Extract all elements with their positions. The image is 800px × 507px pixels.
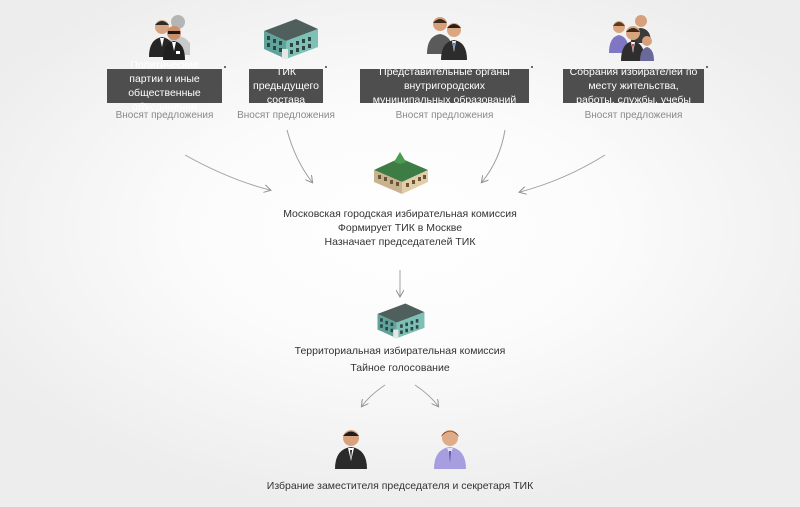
building-icon bbox=[264, 19, 318, 59]
mgik-function-form: Формирует ТИК в Москве bbox=[337, 222, 463, 234]
source-box-voter-assemblies: Собрания избирателей по месту жительства… bbox=[563, 66, 708, 106]
arrow-tik-prev-to-mgik bbox=[286, 129, 312, 182]
source-box-representative-organs: Представительные органы внутригородских … bbox=[360, 66, 533, 106]
source-label: Политические партии и иные общественные … bbox=[128, 59, 201, 113]
government-building-icon bbox=[374, 152, 428, 194]
arrow-parties-to-mgik bbox=[184, 154, 270, 190]
source-label: Представительные органы внутригородских … bbox=[372, 66, 517, 106]
business-people-icon bbox=[149, 15, 190, 60]
person-purple-shirt-icon bbox=[434, 430, 466, 469]
source-box-parties: Политические партии и иные общественные … bbox=[107, 59, 226, 113]
arrow-tik-to-deputy bbox=[362, 384, 386, 406]
businessman-icon bbox=[335, 430, 367, 469]
tik-title: Территориальная избирательная комиссия bbox=[294, 345, 506, 357]
result-label: Избрание заместителя председателя и секр… bbox=[266, 480, 534, 492]
group-people-icon bbox=[609, 15, 654, 61]
two-people-icon bbox=[427, 17, 467, 60]
arrow-tik-to-secretary bbox=[414, 384, 438, 406]
source-label: ТИК предыдущего состава bbox=[253, 66, 319, 106]
mgik-title: Московская городская избирательная комис… bbox=[283, 208, 517, 220]
source-note: Вносят предложения bbox=[584, 110, 683, 121]
source-note: Вносят предложения bbox=[115, 110, 214, 121]
source-note: Вносят предложения bbox=[395, 110, 494, 121]
source-label: Собрания избирателей по месту жительства… bbox=[569, 66, 698, 106]
arrow-assemblies-to-mgik bbox=[520, 154, 606, 192]
tik-voting-method: Тайное голосование bbox=[350, 362, 450, 374]
source-note: Вносят предложения bbox=[237, 110, 335, 121]
arrow-organs-to-mgik bbox=[482, 129, 506, 182]
building-icon bbox=[377, 303, 425, 339]
mgik-function-appoint: Назначает председателей ТИК bbox=[324, 236, 476, 248]
source-box-tik-previous: ТИК предыдущего состава bbox=[249, 66, 327, 106]
